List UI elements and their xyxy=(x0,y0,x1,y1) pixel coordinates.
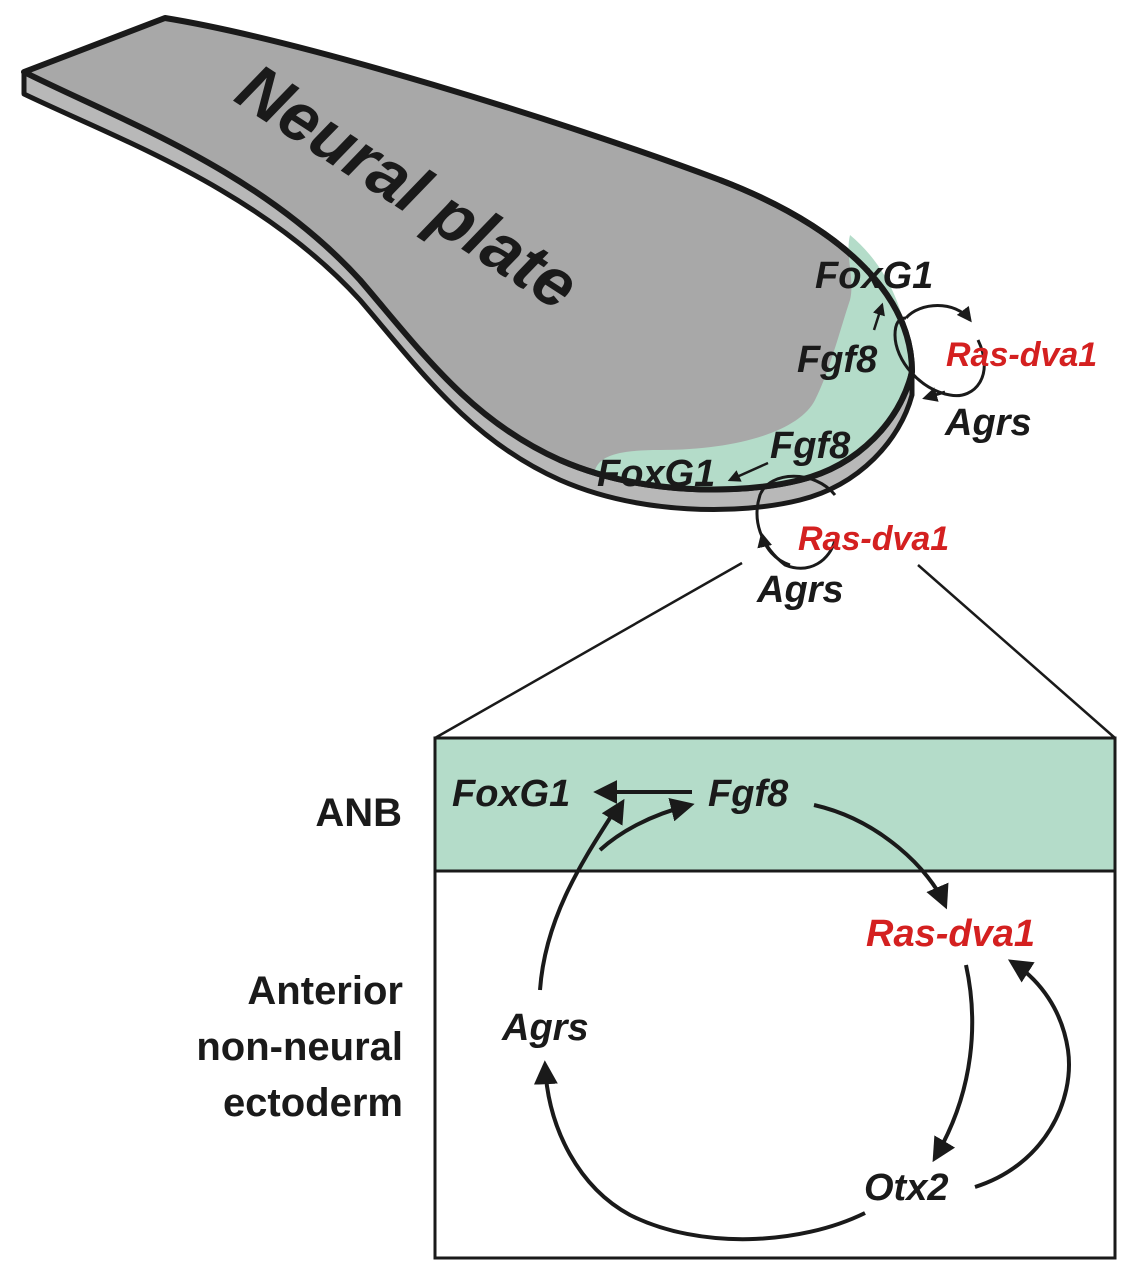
inset-ras-label: Ras-dva1 xyxy=(866,913,1035,955)
arrow-fgf8-to-ras xyxy=(813,803,949,910)
upper-foxg1-label: FoxG1 xyxy=(815,255,933,297)
inset-agrs-label: Agrs xyxy=(501,1007,589,1049)
anb-label: ANB xyxy=(315,791,402,835)
lower-agrs-label: Agrs xyxy=(756,569,844,611)
lower-loop: Fgf8 FoxG1 Ras-dva1 Agrs xyxy=(597,425,949,611)
inset-fgf8-label: Fgf8 xyxy=(708,773,789,815)
arrow-agrs-to-fgf8 xyxy=(598,798,695,852)
lower-cycle-loop xyxy=(755,474,837,570)
zoom-line-right xyxy=(917,564,1116,739)
anb-band xyxy=(435,738,1115,871)
ectoderm-label-line2: non-neural xyxy=(196,1025,403,1069)
upper-ras-label: Ras-dva1 xyxy=(946,336,1097,374)
zoom-line-left xyxy=(434,561,743,740)
upper-agrs-label: Agrs xyxy=(944,402,1032,444)
upper-fgf8-label: Fgf8 xyxy=(797,339,878,381)
inset-foxg1-label: FoxG1 xyxy=(452,773,570,815)
lower-ras-label: Ras-dva1 xyxy=(798,520,949,558)
inset-otx2-label: Otx2 xyxy=(864,1167,948,1209)
upper-cycle-arrow-right xyxy=(904,304,972,323)
ectoderm-label-line1: Anterior xyxy=(247,969,403,1013)
lower-foxg1-label: FoxG1 xyxy=(597,453,715,495)
inset-box: ANB Anterior non-neural ectoderm FoxG1 F… xyxy=(196,736,1117,1260)
lower-fgf8-label: Fgf8 xyxy=(770,425,851,467)
arrow-ras-to-otx2 xyxy=(932,964,975,1163)
inset-frame xyxy=(433,736,1117,1260)
lower-fgf8-to-foxg1-arrow xyxy=(727,461,769,482)
anb-region xyxy=(595,235,910,489)
arrow-agrs-to-foxg1 xyxy=(538,798,625,991)
upper-cycle-arrow-back xyxy=(893,316,986,398)
arrow-otx2-to-ras xyxy=(974,959,1071,1189)
ectoderm-label-line3: ectoderm xyxy=(223,1081,403,1125)
upper-fgf8-to-foxg1-arrow xyxy=(872,302,885,331)
upper-loop: FoxG1 Fgf8 Ras-dva1 Agrs xyxy=(797,255,1097,444)
arrow-otx2-to-agrs xyxy=(533,1060,866,1242)
